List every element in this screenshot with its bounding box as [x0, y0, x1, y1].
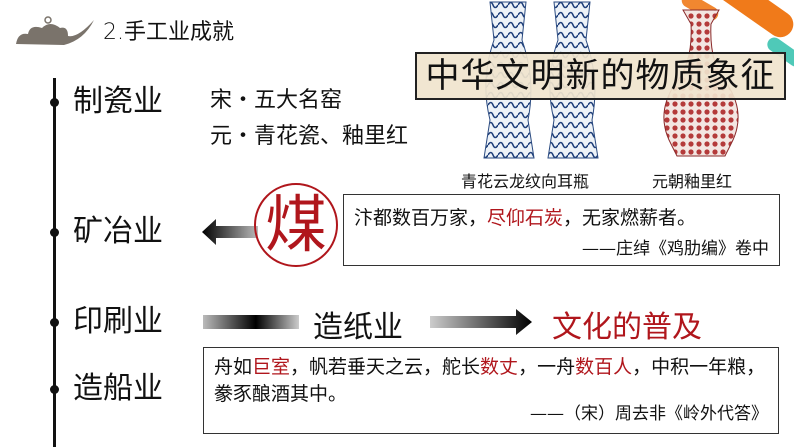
connector-bar: [203, 315, 299, 329]
coal-seal-text: 煤: [264, 188, 327, 261]
category-porcelain: 制瓷业: [73, 84, 163, 119]
timeline-dot: [50, 318, 59, 327]
arrow-left-icon: [202, 219, 258, 245]
timeline-dot: [50, 228, 59, 237]
porcelain-yuan: 元・青花瓷、釉里红: [210, 124, 409, 149]
culture-spread: 文化的普及: [552, 310, 702, 345]
paper-industry: 造纸业: [313, 310, 403, 345]
quote-highlight: 尽仰石炭: [487, 207, 564, 229]
banner-title: 中华文明新的物质象征: [415, 52, 786, 100]
timeline-dot: [50, 98, 59, 107]
quote-text: 汴都数百万家，: [354, 207, 488, 229]
quote-text: ，无家燃薪者。: [563, 207, 697, 229]
timeline-line: [53, 78, 56, 447]
coal-seal: 煤: [254, 183, 338, 267]
page-title: 2.手工业成就: [103, 20, 234, 45]
timeline-dot: [50, 385, 59, 394]
cloud-icon: [16, 16, 94, 45]
quote-source: ——庄绰《鸡肋编》卷中: [582, 239, 769, 259]
quote-text: ，一舟: [518, 356, 576, 378]
quote-text: ，帆若垂天之云，舵长: [290, 356, 481, 378]
category-mining: 矿冶业: [73, 214, 163, 249]
porcelain-song: 宋・五大名窑: [210, 88, 343, 113]
quote-highlight: 数百人: [575, 356, 633, 378]
arrow-right-icon: [430, 309, 532, 335]
category-shipbuilding: 造船业: [73, 371, 163, 406]
quote-text: ，中积一年粮，豢豕酿酒其中。: [214, 356, 766, 405]
coal-quote-box: 汴都数百万家，尽仰石炭，无家燃薪者。 ——庄绰《鸡肋编》卷中: [343, 194, 780, 266]
quote-text: 舟如: [214, 356, 253, 378]
caption-blue-vase: 青花云龙纹向耳瓶: [461, 172, 590, 191]
ship-quote-box: 舟如巨室，帆若垂天之云，舵长数丈，一舟数百人，中积一年粮，豢豕酿酒其中。 ——（…: [203, 347, 779, 434]
quote-highlight: 数丈: [480, 356, 519, 378]
quote-highlight: 巨室: [252, 356, 291, 378]
quote-source: ——（宋）周去非《岭外代答》: [530, 404, 768, 424]
caption-red-vase: 元朝釉里红: [652, 172, 733, 191]
category-printing: 印刷业: [73, 304, 163, 339]
